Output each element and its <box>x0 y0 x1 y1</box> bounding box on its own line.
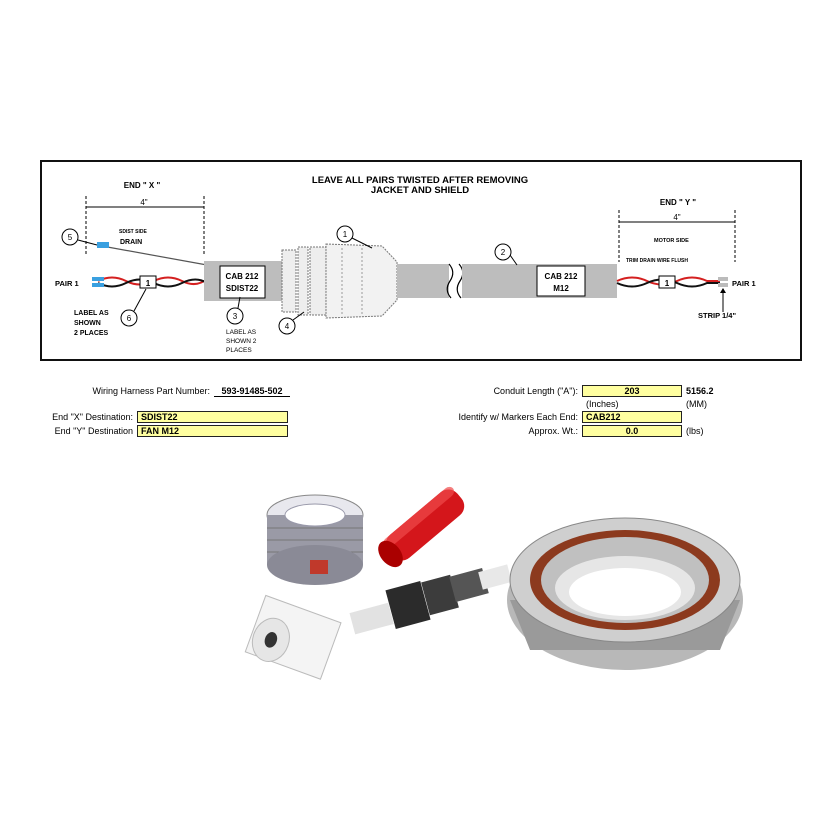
end-y-dim: 4" <box>673 213 680 222</box>
drain-label: DRAIN <box>120 239 142 246</box>
conduit-length-inches-field[interactable]: 203 <box>582 385 682 397</box>
callout-4: 4 <box>278 311 305 335</box>
cord-grip-fitting <box>281 243 398 319</box>
identify-field[interactable]: CAB212 <box>582 411 682 423</box>
end-x-dest-field[interactable]: SDIST22 <box>137 411 288 423</box>
trim-drain-label: TRIM DRAIN WIRE FLUSH <box>626 258 688 264</box>
drain-wire <box>101 245 208 266</box>
svg-text:1: 1 <box>343 230 348 239</box>
svg-text:PLACES: PLACES <box>226 347 252 354</box>
weight-label: Approx. Wt.: <box>528 426 578 436</box>
motor-side-label: MOTOR SIDE <box>654 238 689 244</box>
diagram-title-line2: JACKET AND SHIELD <box>371 185 469 196</box>
strip-label: STRIP 1/4" <box>698 311 736 320</box>
end-x-dest-label: End "X" Destination: <box>52 412 133 422</box>
conduit-length-label: Conduit Length ("A"): <box>493 386 578 396</box>
svg-text:SHOWN: SHOWN <box>74 320 101 327</box>
svg-text:1: 1 <box>146 279 151 288</box>
butt-splice-image <box>378 486 465 568</box>
pair-left-label: PAIR 1 <box>55 279 79 288</box>
svg-text:SDIST22: SDIST22 <box>226 284 259 293</box>
callout-6: 6 <box>120 288 147 327</box>
end-y-dest-label: End "Y" Destination <box>54 426 133 436</box>
conduit-length-mm: 5156.2 <box>686 386 714 396</box>
inches-unit: (Inches) <box>586 399 619 409</box>
pair-right-label: PAIR 1 <box>732 279 756 288</box>
cable-middle-1 <box>397 264 449 298</box>
svg-text:LABEL AS: LABEL AS <box>226 329 257 336</box>
drain-ferrule <box>97 242 109 248</box>
part-number-value: 593-91485-502 <box>214 386 290 397</box>
marker-right <box>658 275 676 289</box>
callout-1: 1 <box>336 225 373 249</box>
end-y-label: END " Y " <box>660 198 696 207</box>
harness-drawing: LEAVE ALL PAIRS TWISTED AFTER REMOVING J… <box>55 175 756 354</box>
sdist-side-label: SDIST SIDE <box>119 229 147 235</box>
harness-diagram: LEAVE ALL PAIRS TWISTED AFTER REMOVING J… <box>40 160 802 361</box>
callout-3: 3 <box>226 296 244 325</box>
label-roll-image <box>244 594 342 680</box>
cable-spool-image <box>266 494 364 585</box>
mm-unit: (MM) <box>686 399 707 409</box>
cab-label-right <box>536 265 586 297</box>
identify-label: Identify w/ Markers Each End: <box>458 412 578 422</box>
cord-grip-image <box>349 564 512 635</box>
svg-text:3: 3 <box>233 312 238 321</box>
end-x-dim: 4" <box>140 198 147 207</box>
component-photos <box>244 486 743 680</box>
svg-text:CAB 212: CAB 212 <box>226 272 259 281</box>
weight-unit: (lbs) <box>686 426 704 436</box>
diagram-title-line1: LEAVE ALL PAIRS TWISTED AFTER REMOVING <box>312 175 528 186</box>
svg-text:LABEL AS: LABEL AS <box>74 310 109 317</box>
svg-text:2: 2 <box>501 248 506 257</box>
end-y-dest-field[interactable]: FAN M12 <box>137 425 288 437</box>
locknut-image <box>507 517 743 670</box>
part-number-label: Wiring Harness Part Number: <box>92 386 210 396</box>
callout-5: 5 <box>61 228 98 246</box>
svg-text:4: 4 <box>285 322 290 331</box>
svg-text:M12: M12 <box>553 284 569 293</box>
marker-left <box>139 275 157 289</box>
svg-text:5: 5 <box>68 233 73 242</box>
cab-label-left <box>219 265 266 299</box>
callout-2: 2 <box>494 243 518 266</box>
end-x-label: END " X " <box>124 181 161 190</box>
svg-text:SHOWN 2: SHOWN 2 <box>226 338 257 345</box>
svg-text:CAB 212: CAB 212 <box>545 272 578 281</box>
weight-field[interactable]: 0.0 <box>582 425 682 437</box>
svg-text:2 PLACES: 2 PLACES <box>74 330 109 337</box>
svg-text:6: 6 <box>127 314 132 323</box>
svg-text:1: 1 <box>665 279 670 288</box>
